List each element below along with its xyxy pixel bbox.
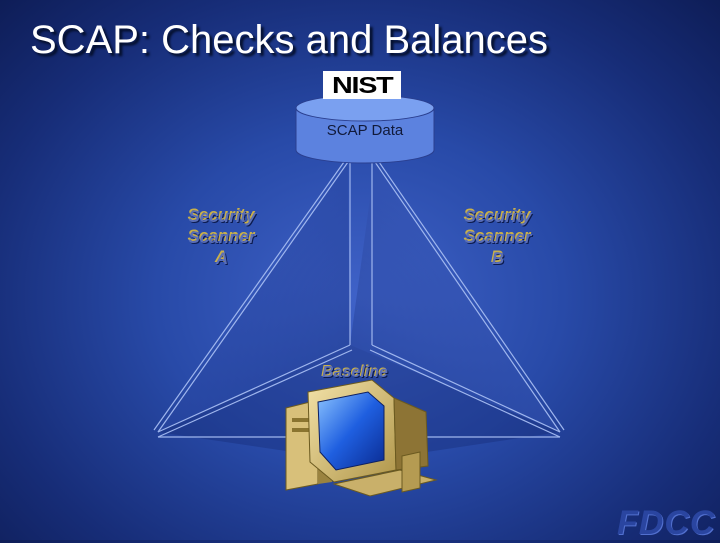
scanner-b-line2: Scanner <box>448 227 548 248</box>
nist-logo: NIST <box>323 71 401 99</box>
scanner-b-line3: B <box>448 248 548 269</box>
database-label: SCAP Data <box>296 122 434 139</box>
security-scanner-a-label: Security Scanner A <box>172 206 272 269</box>
scanner-a-line1: Security <box>172 206 272 227</box>
scanner-b-line1: Security <box>448 206 548 227</box>
scanner-a-line2: Scanner <box>172 227 272 248</box>
slide-title: SCAP: Checks and Balances <box>30 18 548 63</box>
security-scanner-b-label: Security Scanner B <box>448 206 548 269</box>
baseline-label: Baseline <box>300 364 410 382</box>
nist-logo-text: NIST <box>332 72 392 99</box>
fdcc-watermark: FDCC <box>617 504 715 543</box>
scanner-a-line3: A <box>172 248 272 269</box>
